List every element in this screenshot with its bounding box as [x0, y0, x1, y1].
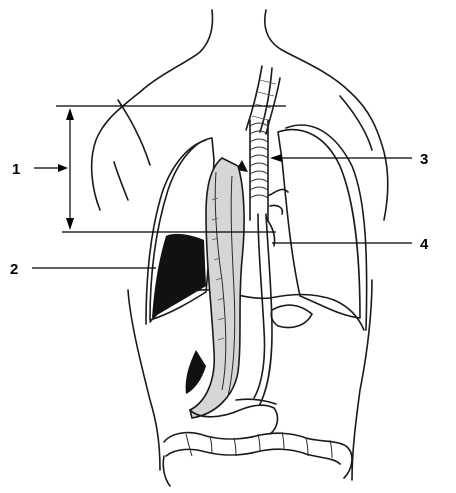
shaded-region — [152, 234, 206, 394]
label-4: 4 — [420, 236, 429, 253]
trachea — [250, 120, 288, 246]
aorta — [254, 214, 272, 404]
label-1: 1 — [12, 161, 20, 178]
callout-2: 2 — [10, 261, 156, 278]
label-3: 3 — [420, 151, 428, 168]
colon — [163, 432, 352, 486]
callout-4: 4 — [272, 236, 429, 253]
label-2: 2 — [10, 261, 18, 278]
neck-vessels — [236, 66, 280, 172]
